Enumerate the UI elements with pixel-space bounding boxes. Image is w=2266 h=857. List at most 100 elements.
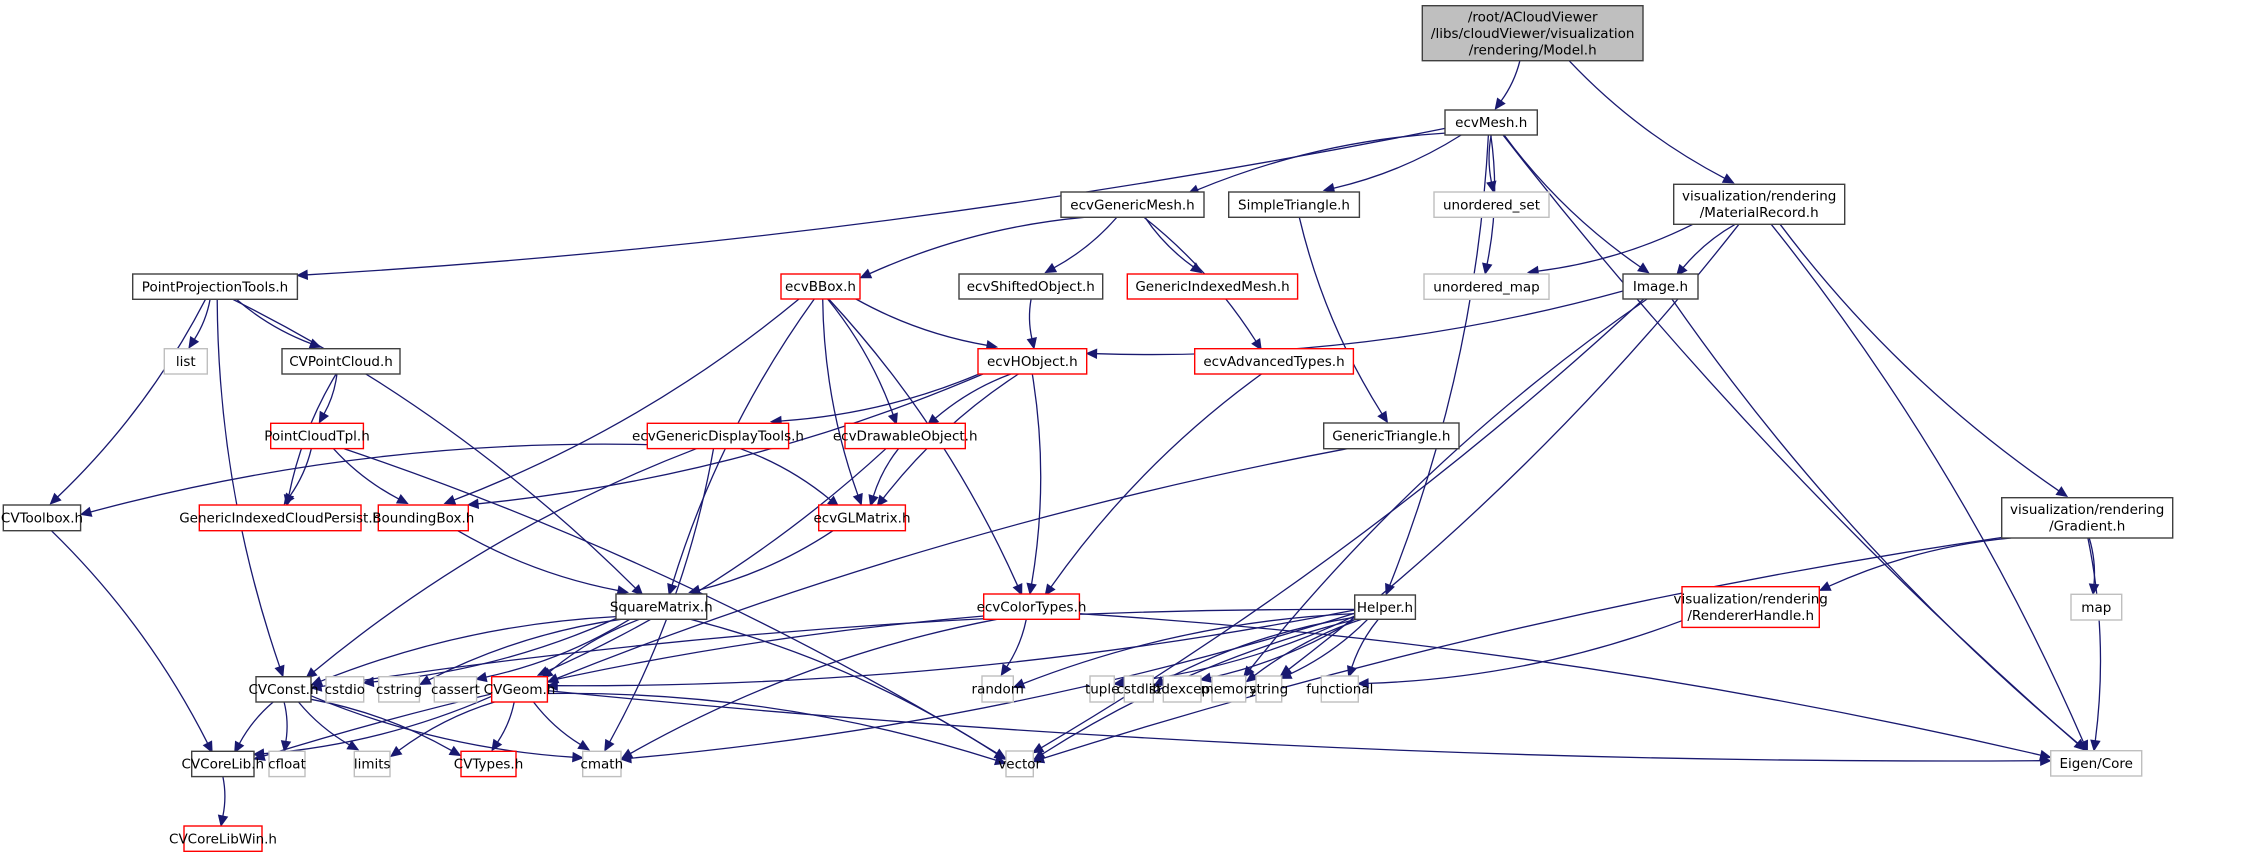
node-bounding-box[interactable]: BoundingBox.h bbox=[372, 504, 474, 532]
edge-line bbox=[310, 698, 452, 752]
arrowhead-icon bbox=[280, 740, 292, 753]
edge-line bbox=[453, 298, 800, 501]
arrowhead-icon bbox=[859, 268, 873, 279]
node-ecv-glmatrix[interactable]: ecvGLMatrix.h bbox=[813, 504, 911, 532]
arrowhead-icon bbox=[604, 738, 615, 752]
node-ecv-advanced-types[interactable]: ecvAdvancedTypes.h bbox=[1193, 348, 1355, 375]
node-ecv-hobject[interactable]: ecvHObject.h bbox=[977, 348, 1088, 375]
node-box bbox=[1123, 675, 1155, 703]
node-model[interactable]: /root/ACloudViewer/libs/cloudViewer/visu… bbox=[1421, 4, 1644, 62]
node-generic-triangle[interactable]: GenericTriangle.h bbox=[1322, 422, 1460, 450]
edge-gradient-to-vector bbox=[1032, 536, 2002, 764]
node-generic-indexed-cloud-persist[interactable]: GenericIndexedCloudPersist.h bbox=[179, 504, 381, 532]
arrowhead-icon bbox=[2055, 486, 2069, 498]
arrowhead-icon bbox=[1245, 671, 1259, 683]
node-ecv-bbox[interactable]: ecvBBox.h bbox=[780, 273, 861, 300]
node-cv-geom[interactable]: CVGeom.h bbox=[484, 676, 556, 703]
node-image[interactable]: Image.h bbox=[1622, 273, 1699, 300]
edge-line bbox=[549, 618, 640, 673]
node-vector: vector bbox=[998, 750, 1042, 778]
node-ecv-drawable-object[interactable]: ecvDrawableObject.h bbox=[833, 422, 978, 450]
node-label: BoundingBox.h bbox=[372, 511, 474, 527]
node-cv-types[interactable]: CVTypes.h bbox=[454, 750, 524, 778]
edge-helper-to-string bbox=[1279, 618, 1369, 679]
node-label: ecvDrawableObject.h bbox=[833, 429, 978, 445]
edge-ecv-bbox-to-ecv-drawable-object bbox=[827, 298, 898, 426]
node-renderer-handle[interactable]: visualization/rendering/RendererHandle.h bbox=[1674, 586, 1828, 629]
edge-line bbox=[1289, 618, 1369, 675]
edge-image-to-ecv-hobject bbox=[1085, 290, 1624, 359]
edge-square-matrix-to-vector bbox=[690, 618, 1007, 760]
node-box bbox=[1322, 422, 1460, 450]
edge-line bbox=[1022, 612, 1355, 685]
node-ecv-mesh[interactable]: ecvMesh.h bbox=[1444, 109, 1539, 136]
node-label: memory bbox=[1201, 682, 1257, 698]
node-cv-const[interactable]: CVConst.h bbox=[248, 676, 319, 703]
node-box bbox=[1193, 348, 1355, 375]
edge-line bbox=[428, 618, 622, 681]
edge-helper-to-stdexcept bbox=[1199, 618, 1356, 683]
edge-cv-geom-to-cv-types bbox=[491, 701, 515, 752]
arrowhead-icon bbox=[318, 410, 330, 424]
node-box bbox=[844, 422, 967, 450]
node-material-record[interactable]: visualization/rendering/MaterialRecord.h bbox=[1672, 183, 1846, 226]
edge-image-to-memory bbox=[1243, 298, 1648, 678]
node-box bbox=[2070, 593, 2123, 621]
edge-line bbox=[1537, 223, 1694, 272]
node-unordered-set: unordered_set bbox=[1433, 191, 1550, 218]
node-cv-point-cloud[interactable]: CVPointCloud.h bbox=[281, 348, 401, 375]
node-cv-core-lib-win[interactable]: CVCoreLibWin.h bbox=[169, 825, 277, 852]
edge-line bbox=[1197, 132, 1446, 191]
edge-line bbox=[90, 443, 648, 513]
node-point-projection-tools[interactable]: PointProjectionTools.h bbox=[131, 273, 299, 300]
node-label: PointProjectionTools.h bbox=[142, 279, 288, 295]
edge-line bbox=[1351, 618, 1379, 668]
edge-square-matrix-to-cv-const bbox=[310, 615, 617, 686]
edge-line bbox=[740, 448, 832, 501]
node-label: /RendererHandle.h bbox=[1687, 608, 1814, 624]
node-ecv-generic-mesh[interactable]: ecvGenericMesh.h bbox=[1060, 191, 1205, 218]
node-ecv-color-types[interactable]: ecvColorTypes.h bbox=[977, 593, 1087, 620]
arrowhead-icon bbox=[876, 494, 888, 508]
node-point-cloud-tpl[interactable]: PointCloudTpl.h bbox=[264, 422, 370, 450]
node-cv-core-lib[interactable]: CVCoreLib.h bbox=[181, 750, 264, 778]
node-box bbox=[977, 348, 1088, 375]
node-box bbox=[1423, 273, 1550, 300]
node-simple-triangle[interactable]: SimpleTriangle.h bbox=[1227, 191, 1361, 218]
node-cstdio: cstdio bbox=[325, 676, 365, 703]
node-box bbox=[281, 348, 401, 375]
arrowhead-icon bbox=[1044, 583, 1056, 597]
edge-gradient-to-renderer-handle bbox=[1818, 537, 2012, 591]
node-generic-indexed-mesh[interactable]: GenericIndexedMesh.h bbox=[1126, 273, 1299, 300]
node-box bbox=[1255, 675, 1283, 703]
edge-line bbox=[1042, 618, 1357, 755]
node-gradient[interactable]: visualization/rendering/Gradient.h bbox=[2000, 497, 2174, 539]
node-eigen-core: Eigen/Core bbox=[2049, 750, 2143, 777]
arrowhead-icon bbox=[49, 492, 62, 505]
node-helper[interactable]: Helper.h bbox=[1353, 594, 1417, 620]
arrowhead-icon bbox=[491, 738, 503, 752]
edge-line bbox=[222, 776, 226, 817]
arrowhead-icon bbox=[274, 664, 285, 678]
node-cv-toolbox[interactable]: CVToolbox.h bbox=[1, 504, 83, 532]
node-ecv-generic-display-tools[interactable]: ecvGenericDisplayTools.h bbox=[632, 422, 804, 450]
arrowhead-icon bbox=[1637, 262, 1650, 274]
edge-helper-to-functional bbox=[1347, 618, 1379, 678]
edge-point-projection-tools-to-cv-toolbox bbox=[49, 299, 207, 505]
arrowhead-icon bbox=[1482, 262, 1493, 275]
node-ecv-shifted-object[interactable]: ecvShiftedObject.h bbox=[958, 273, 1104, 300]
edge-ecv-bbox-to-ecv-hobject bbox=[855, 298, 999, 351]
edge-line bbox=[1682, 223, 1736, 269]
edge-cv-toolbox-to-cv-core-lib bbox=[50, 530, 213, 754]
arrowhead-icon bbox=[217, 814, 229, 827]
edge-line bbox=[307, 127, 1446, 276]
edge-line bbox=[1030, 373, 1042, 585]
edge-square-matrix-to-cv-geom bbox=[541, 618, 640, 679]
edge-line bbox=[297, 701, 350, 746]
node-label: ecvGLMatrix.h bbox=[813, 511, 910, 527]
node-square-matrix[interactable]: SquareMatrix.h bbox=[610, 593, 713, 620]
edge-line bbox=[855, 298, 988, 346]
arrowhead-icon bbox=[1044, 262, 1058, 274]
node-cassert: cassert bbox=[431, 676, 480, 703]
node-functional: functional bbox=[1306, 675, 1373, 703]
